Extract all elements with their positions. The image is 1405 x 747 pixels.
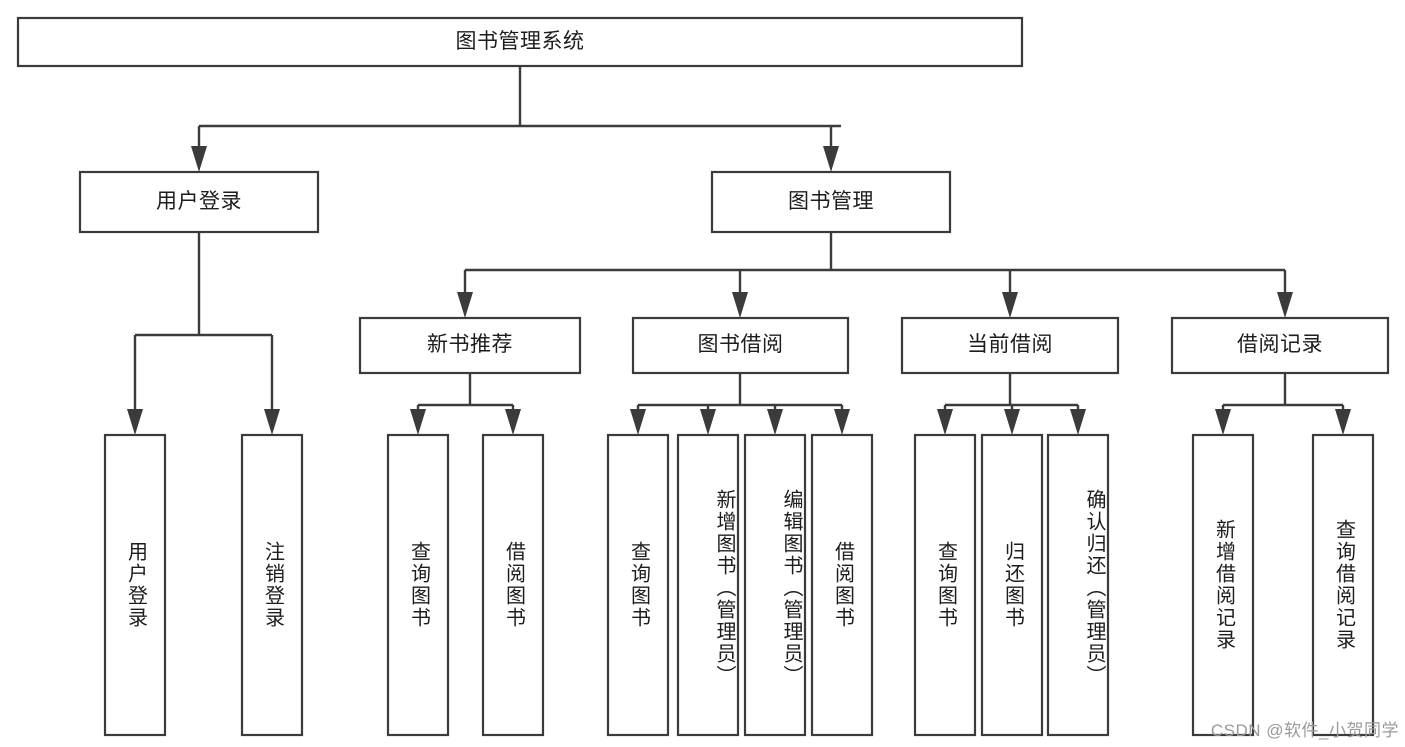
node-box-root[interactable] xyxy=(16,16,1024,68)
arrow-head-icon xyxy=(457,292,473,318)
watermark-text: CSDN @软件_小贺同学 xyxy=(1210,721,1399,740)
arrow-head-icon xyxy=(505,409,521,435)
arrow-head-icon xyxy=(1277,292,1293,318)
node-box-new-book-recommend[interactable] xyxy=(358,316,582,375)
arrow-head-icon xyxy=(1004,409,1020,435)
arrow-head-icon xyxy=(1335,409,1351,435)
arrow-head-icon xyxy=(1070,409,1086,435)
arrow-head-icon xyxy=(1002,292,1018,318)
node-box-leaf-add-borrow-record[interactable] xyxy=(1191,433,1255,737)
connector-book-borrow-to-leaves xyxy=(630,373,850,435)
arrow-head-icon xyxy=(630,409,646,435)
arrow-head-icon xyxy=(834,409,850,435)
node-box-leaf-query-book-3[interactable] xyxy=(913,433,977,737)
arrow-head-icon xyxy=(191,146,207,172)
connector-user-login-to-leaves xyxy=(127,232,280,435)
node-box-book-borrow[interactable] xyxy=(631,316,850,375)
node-box-current-borrow[interactable] xyxy=(900,316,1120,375)
connector-current-borrow-to-leaves xyxy=(937,373,1086,435)
node-box-leaf-query-borrow-record[interactable] xyxy=(1311,433,1375,737)
node-box-leaf-query-book-2[interactable] xyxy=(606,433,670,737)
arrow-head-icon xyxy=(823,146,839,172)
node-boxes-group xyxy=(16,16,1390,737)
node-box-user-login[interactable] xyxy=(78,170,320,234)
arrow-head-icon xyxy=(410,409,426,435)
arrow-head-icon xyxy=(937,409,953,435)
node-box-leaf-return-book[interactable] xyxy=(980,433,1044,737)
node-box-leaf-borrow-book-2[interactable] xyxy=(810,433,874,737)
connector-root-to-level1 xyxy=(191,66,841,172)
node-box-leaf-query-book-1[interactable] xyxy=(386,433,450,737)
node-box-leaf-logout-login[interactable] xyxy=(240,433,304,737)
arrow-head-icon xyxy=(1215,409,1231,435)
node-box-leaf-borrow-book-1[interactable] xyxy=(481,433,545,737)
arrow-head-icon xyxy=(732,292,748,318)
connector-new-book-recommend-to-leaves xyxy=(410,373,521,435)
node-box-borrow-record[interactable] xyxy=(1170,316,1390,375)
node-box-leaf-add-book[interactable] xyxy=(676,433,740,737)
node-box-leaf-edit-book[interactable] xyxy=(743,433,807,737)
node-box-book-management[interactable] xyxy=(710,170,952,234)
arrow-head-icon xyxy=(767,409,783,435)
arrow-head-icon xyxy=(127,409,143,435)
connector-borrow-record-to-leaves xyxy=(1215,373,1351,435)
node-box-leaf-user-login[interactable] xyxy=(103,433,167,737)
node-box-leaf-confirm-return[interactable] xyxy=(1046,433,1110,737)
connector-book-management-to-level2 xyxy=(457,232,1293,318)
arrow-head-icon xyxy=(700,409,716,435)
arrow-head-icon xyxy=(264,409,280,435)
